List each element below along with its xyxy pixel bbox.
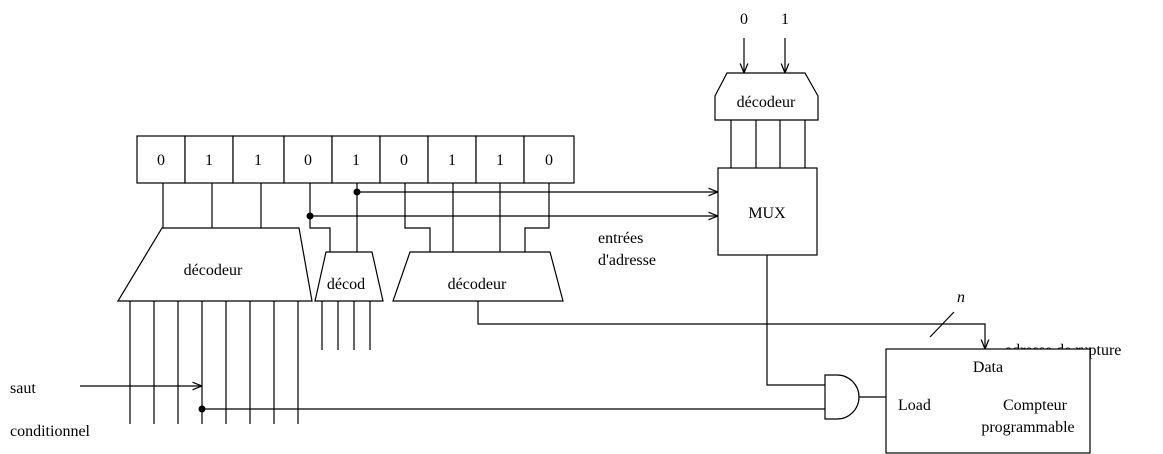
right-decoder-label: décodeur bbox=[448, 276, 507, 293]
main-decoder-outputs bbox=[129, 301, 299, 424]
select-bit-wires bbox=[306, 183, 718, 252]
top-input-0-label: 0 bbox=[740, 11, 748, 28]
right-decoder bbox=[392, 251, 564, 302]
bus-width-slash bbox=[929, 311, 955, 338]
register-bit-5: 0 bbox=[400, 152, 408, 169]
jump-select-junction bbox=[198, 405, 206, 413]
register-bit-6: 1 bbox=[448, 152, 456, 169]
counter-title-line-1: Compteur bbox=[1003, 397, 1068, 414]
bus-width-label: n bbox=[957, 289, 965, 306]
top-decoder bbox=[714, 72, 819, 121]
register-cell-4 bbox=[331, 135, 381, 184]
mux-output-wire bbox=[766, 255, 825, 386]
register-bit-1: 1 bbox=[205, 152, 213, 169]
counter-load-label: Load bbox=[898, 397, 931, 414]
instruction-register: 0 1 1 0 1 0 1 1 0 bbox=[136, 135, 575, 184]
register-bit-0: 0 bbox=[157, 152, 165, 169]
register-to-right-decoder-wires bbox=[404, 183, 550, 252]
address-inputs-label-1: entrées bbox=[598, 230, 643, 247]
register-cell-5 bbox=[379, 135, 429, 184]
register-cell-6 bbox=[427, 135, 477, 184]
conditional-jump-label-1: saut bbox=[10, 380, 36, 397]
register-bit-3: 0 bbox=[304, 152, 312, 169]
register-cell-7 bbox=[475, 135, 525, 184]
main-decoder-label: décodeur bbox=[184, 262, 243, 279]
register-bit-8: 0 bbox=[545, 152, 553, 169]
break-address-bus bbox=[477, 301, 985, 349]
main-decoder bbox=[116, 227, 313, 302]
register-bit-4: 1 bbox=[352, 152, 360, 169]
counter-title-line-2: programmable bbox=[981, 419, 1074, 436]
top-decoder-label: décodeur bbox=[737, 94, 796, 111]
counter-data-label: Data bbox=[973, 359, 1003, 376]
mux bbox=[717, 167, 818, 256]
register-cell-2 bbox=[232, 135, 285, 184]
register-cell-1 bbox=[184, 135, 234, 184]
programmable-counter bbox=[885, 348, 1091, 454]
address-inputs-label-2: d'adresse bbox=[598, 252, 656, 269]
register-bit-7: 1 bbox=[496, 152, 504, 169]
register-bit-2: 1 bbox=[254, 152, 262, 169]
top-input-1-label: 1 bbox=[781, 11, 789, 28]
top-decoder-outputs bbox=[730, 120, 806, 168]
small-decoder-label: décod bbox=[327, 276, 365, 293]
conditional-jump-label-2: conditionnel bbox=[10, 423, 91, 440]
mux-label: MUX bbox=[748, 205, 786, 222]
and-gate bbox=[824, 374, 860, 420]
small-decoder-outputs bbox=[321, 301, 371, 350]
register-to-main-decoder-wires bbox=[162, 183, 262, 228]
register-cell-0 bbox=[136, 135, 186, 184]
